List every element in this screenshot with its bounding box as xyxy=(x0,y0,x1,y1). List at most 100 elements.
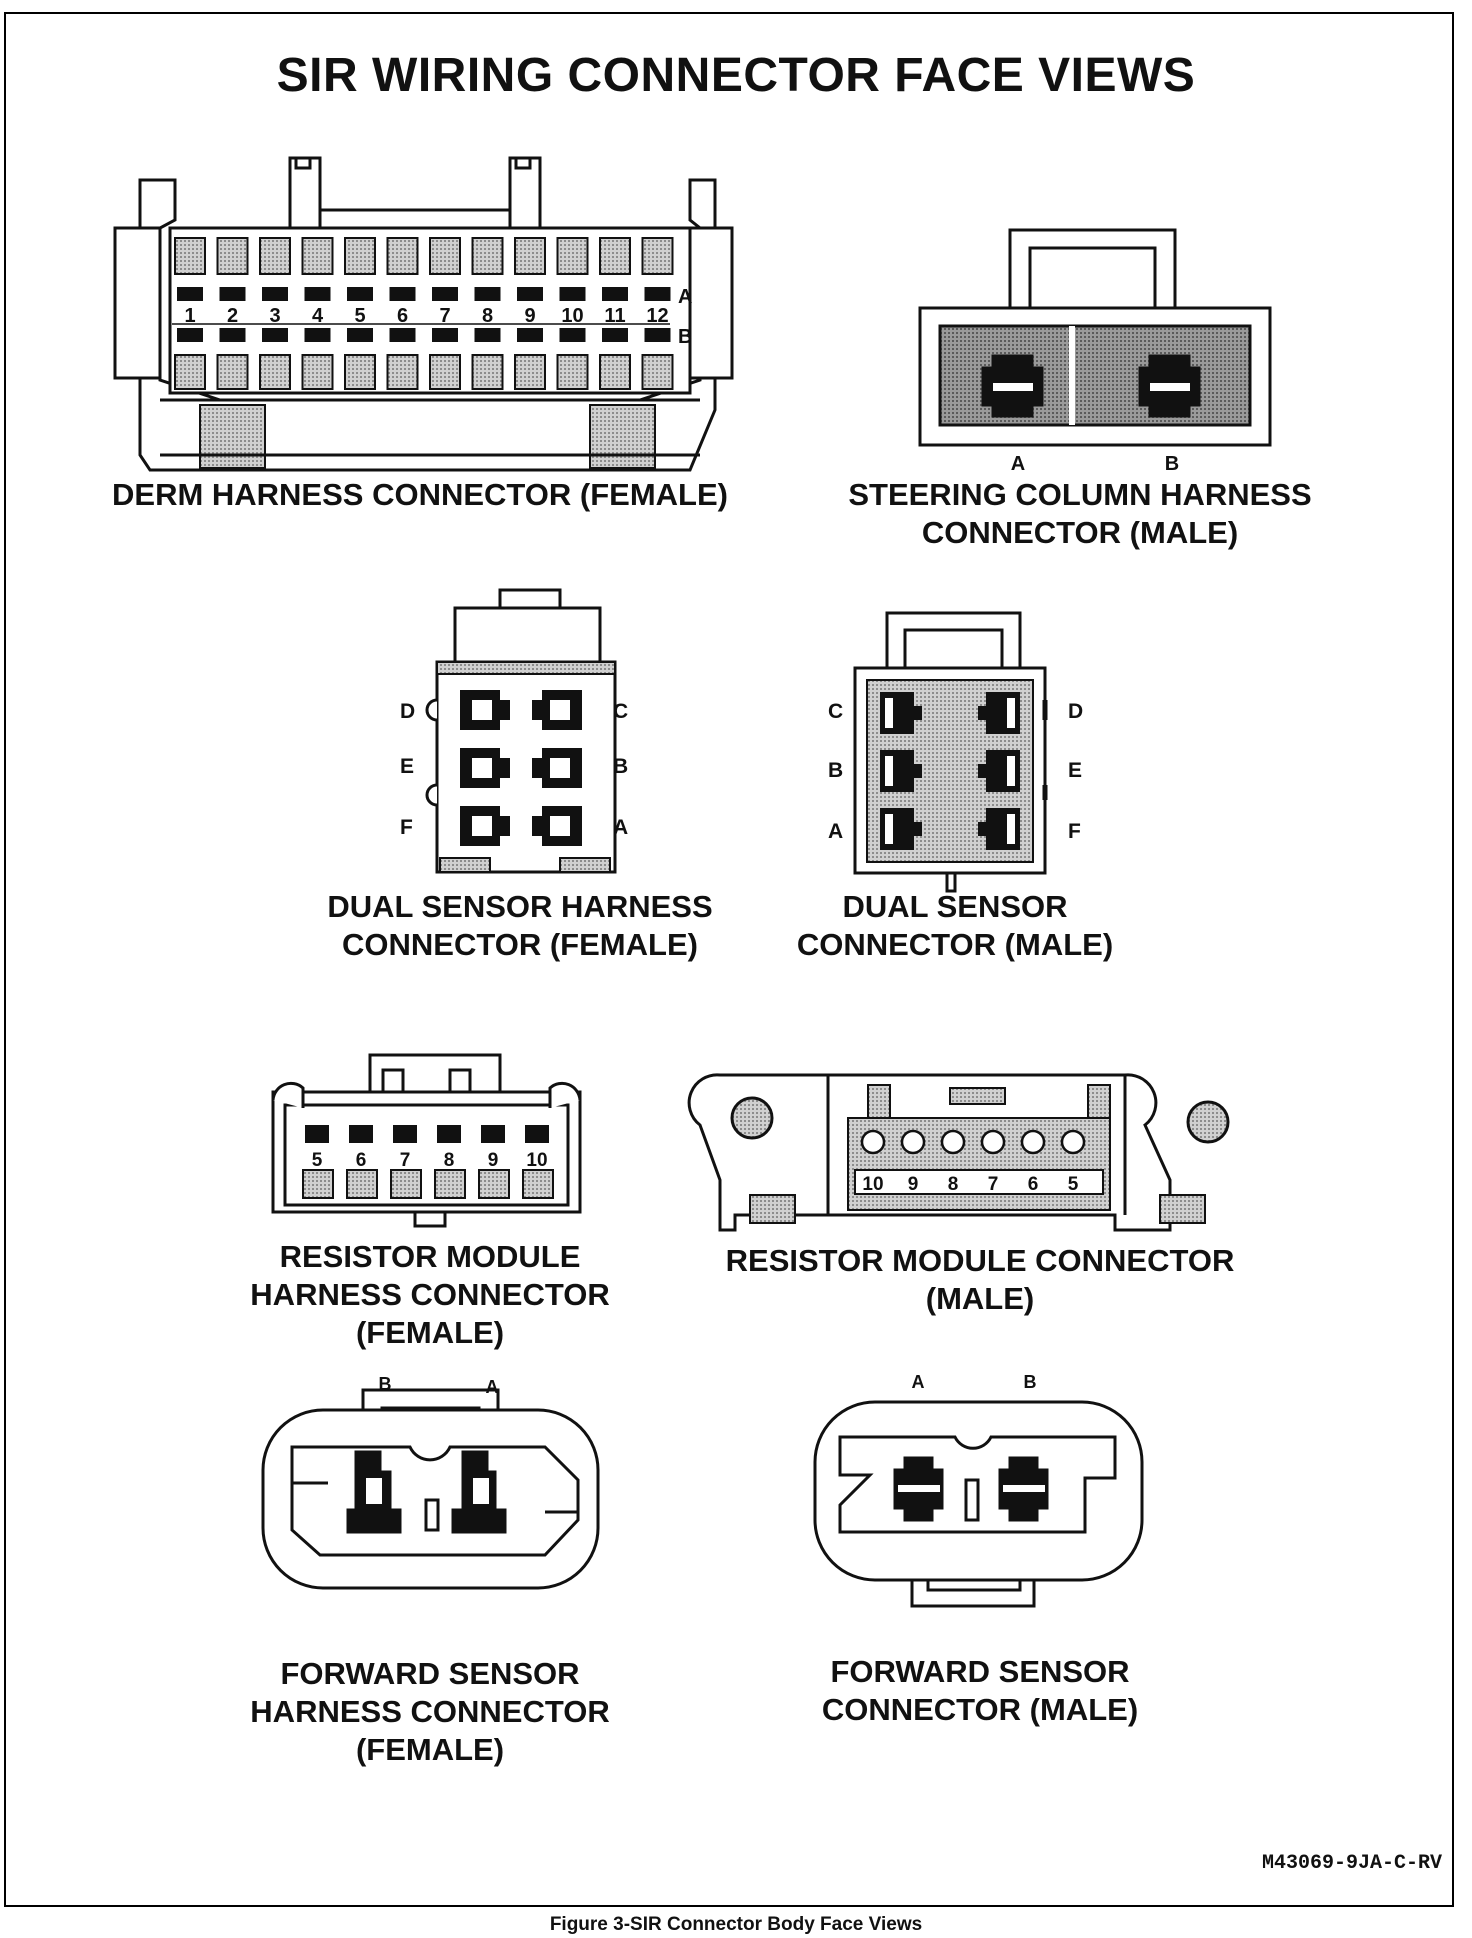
derm-bottom-cavity xyxy=(556,354,589,390)
derm-row-a-pin xyxy=(559,287,586,301)
derm-pin-number: 5 xyxy=(354,305,365,327)
derm-pin-number: 11 xyxy=(604,305,625,327)
dual-male-letter-c: C xyxy=(828,700,843,723)
derm-pin-number: 3 xyxy=(269,305,280,327)
forward-male-pin-b-label: B xyxy=(1024,1372,1037,1392)
derm-row-a-pin xyxy=(432,287,458,301)
derm-top-cavity xyxy=(556,237,589,275)
resistor-harness-pin xyxy=(305,1125,329,1143)
derm-top-cavity xyxy=(641,237,674,275)
steering-label-line-1: STEERING COLUMN HARNESS xyxy=(848,477,1312,512)
derm-bottom-cavity xyxy=(344,354,376,390)
dual-harness-letter-d: D xyxy=(400,700,415,723)
dual-harness-right-socket xyxy=(550,700,570,720)
derm-top-cavity xyxy=(429,237,461,275)
dual-male-letter-a: A xyxy=(828,820,843,843)
resistor-harness-label: RESISTOR MODULE HARNESS CONNECTOR (FEMAL… xyxy=(220,1238,640,1352)
derm-connector-label: DERM HARNESS CONNECTOR (FEMALE) xyxy=(60,476,780,514)
derm-bottom-cavity xyxy=(386,354,419,390)
dual-male-left-tab xyxy=(914,822,922,836)
dual-harness-letter-f: F xyxy=(400,816,413,839)
derm-row-b-pin xyxy=(474,328,501,342)
dual-male-right-tab xyxy=(978,822,986,836)
steering-pin-a-icon xyxy=(981,354,1044,418)
dual-male-pin-set xyxy=(880,692,1020,850)
dual-male-label: DUAL SENSOR CONNECTOR (MALE) xyxy=(760,888,1150,964)
dual-male-letter-d: D xyxy=(1068,700,1083,723)
derm-row-b-letter: B xyxy=(678,326,692,348)
dual-male-right-tab xyxy=(978,764,986,778)
dual-male-right-blade xyxy=(1007,814,1015,844)
forward-male-pin-a-label: A xyxy=(912,1372,925,1392)
derm-row-a-pin xyxy=(517,287,543,301)
forward-male-label-line-1: FORWARD SENSOR xyxy=(830,1654,1130,1689)
dual-harness-label: DUAL SENSOR HARNESS CONNECTOR (FEMALE) xyxy=(300,888,740,964)
derm-row-b-pin xyxy=(517,328,543,342)
derm-bottom-cavity xyxy=(301,354,334,390)
dual-harness-right-socket xyxy=(550,758,570,778)
dual-harness-letter-c: C xyxy=(613,700,628,723)
resistor-male-pin-number: 5 xyxy=(1068,1174,1079,1195)
dual-male-left-blade xyxy=(885,814,893,844)
derm-row-b-pin xyxy=(559,328,586,342)
forward-male-label-line-2: CONNECTOR (MALE) xyxy=(821,1692,1139,1727)
forward-harness-label: FORWARD SENSOR HARNESS CONNECTOR (FEMALE… xyxy=(210,1655,650,1769)
derm-pin-number: 8 xyxy=(482,305,493,327)
derm-pin-number: 6 xyxy=(397,305,408,327)
derm-row-a-pin xyxy=(347,287,373,301)
resistor-harness-cavity xyxy=(302,1169,334,1199)
derm-row-a-pin xyxy=(644,287,671,301)
derm-bottom-cavity xyxy=(599,354,631,390)
derm-row-a-pin xyxy=(474,287,501,301)
resistor-male-pin xyxy=(940,1129,966,1155)
resistor-harness-cavity xyxy=(390,1169,422,1199)
derm-row-b-pin xyxy=(602,328,628,342)
derm-top-cavity xyxy=(514,237,546,275)
derm-pin-number: 7 xyxy=(439,305,450,327)
derm-bottom-cavity xyxy=(471,354,504,390)
dual-male-left-blade xyxy=(885,698,893,728)
dual-male-right-tab xyxy=(978,706,986,720)
resistor-male-label-line-2: (MALE) xyxy=(925,1281,1035,1316)
derm-top-cavity xyxy=(344,237,376,275)
derm-top-cavity xyxy=(216,237,249,275)
dual-harness-letter-b: B xyxy=(613,755,628,778)
resistor-male-pin xyxy=(1020,1129,1046,1155)
dual-male-left-blade xyxy=(885,756,893,786)
resistor-male-pin-number: 7 xyxy=(988,1174,999,1195)
dual-male-letter-b: B xyxy=(828,759,843,782)
derm-bottom-cavity xyxy=(641,354,674,390)
resistor-male-label: RESISTOR MODULE CONNECTOR (MALE) xyxy=(690,1242,1270,1318)
steering-connector-label: STEERING COLUMN HARNESS CONNECTOR (MALE) xyxy=(820,476,1340,552)
derm-pin-number: 9 xyxy=(524,305,535,327)
resistor-male-pin xyxy=(980,1129,1006,1155)
derm-row-a-pin xyxy=(177,287,203,301)
derm-row-b-pin xyxy=(219,328,246,342)
dual-harness-left-socket xyxy=(472,700,492,720)
derm-row-b-pin xyxy=(347,328,373,342)
derm-row-a-pin xyxy=(389,287,416,301)
resistor-harness-pin-number: 7 xyxy=(400,1150,411,1171)
figure-frame xyxy=(4,12,1454,1907)
resistor-male-pin xyxy=(1060,1129,1086,1155)
dual-harness-left-socket xyxy=(472,816,492,836)
derm-bottom-cavity xyxy=(514,354,546,390)
steering-pin-b-label: B xyxy=(1165,453,1179,475)
resistor-harness-pin-number: 8 xyxy=(444,1150,455,1171)
resistor-male-label-line-1: RESISTOR MODULE CONNECTOR xyxy=(725,1243,1235,1278)
derm-bottom-cavity xyxy=(259,354,291,390)
resistor-harness-pin xyxy=(437,1125,461,1143)
figure-caption: Figure 3-SIR Connector Body Face Views xyxy=(549,1914,923,1935)
steering-label-line-2: CONNECTOR (MALE) xyxy=(921,515,1239,550)
derm-pin-number: 10 xyxy=(561,305,583,327)
resistor-harness-pin xyxy=(525,1125,549,1143)
forward-male-drawing xyxy=(813,1400,1144,1608)
dual-harness-label-line-2: CONNECTOR (FEMALE) xyxy=(342,927,698,962)
derm-label-line-1: DERM HARNESS CONNECTOR (FEMALE) xyxy=(112,477,728,512)
steering-connector-drawing xyxy=(918,228,1272,447)
dual-male-left-tab xyxy=(914,764,922,778)
derm-pin-number: 2 xyxy=(227,305,238,327)
resistor-male-pin xyxy=(860,1129,886,1155)
